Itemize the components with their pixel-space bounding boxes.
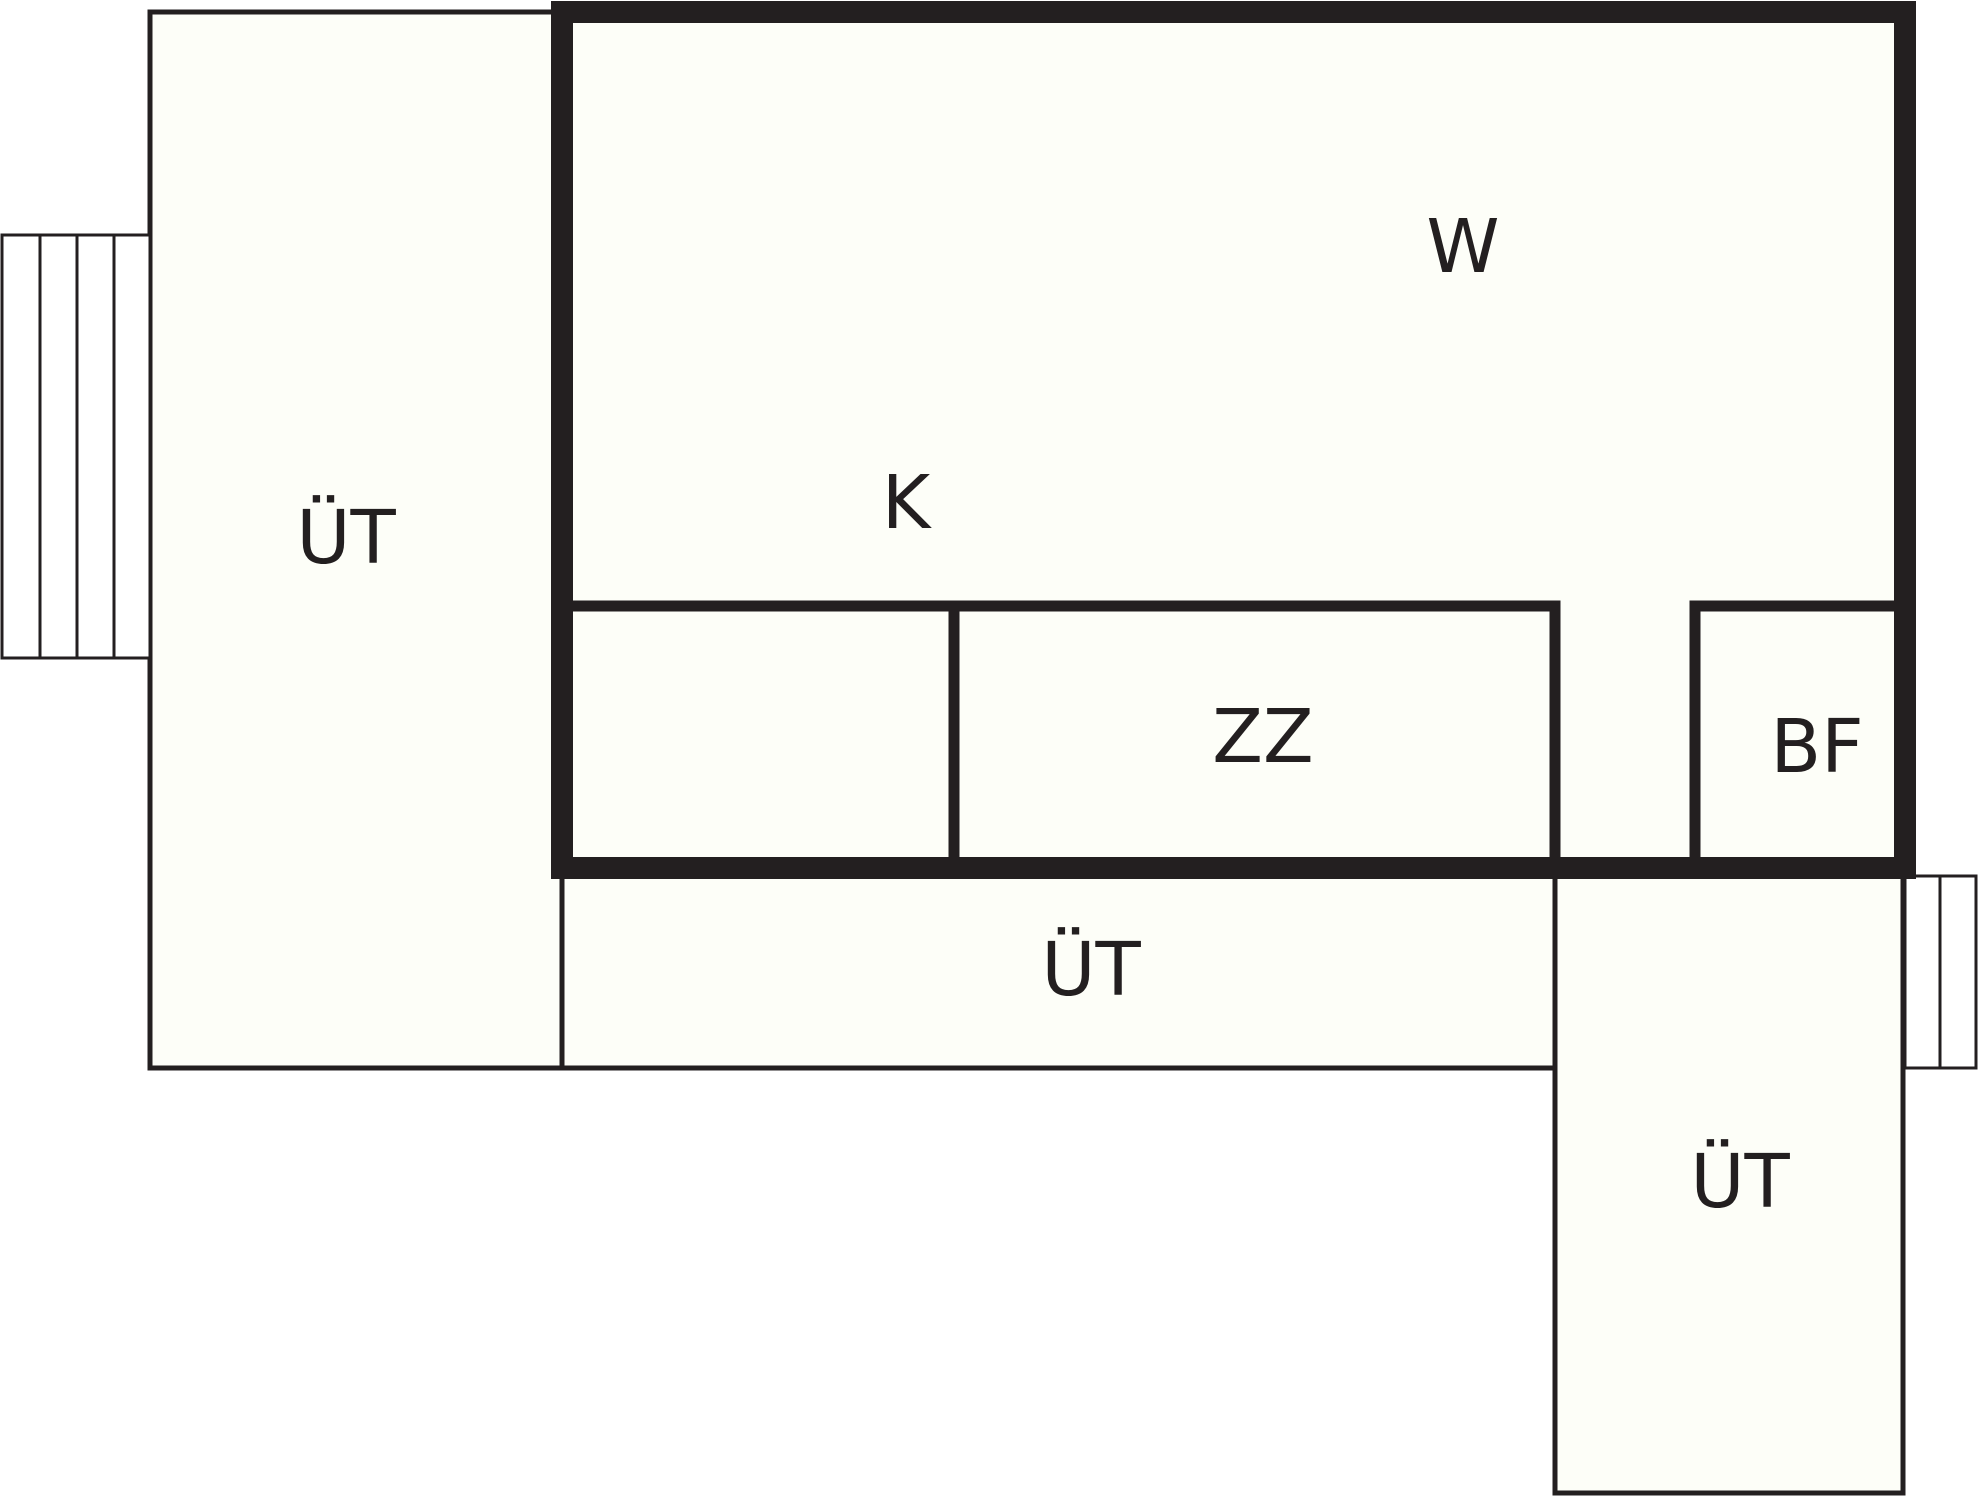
terrace-left (147, 9, 565, 1071)
interior-walls (556, 600, 1901, 868)
label-bedroom: ZZ (1212, 694, 1313, 780)
terrace-bottom (559, 865, 1558, 1071)
stairs-right (1903, 874, 1978, 1070)
label-ut-bottom: ÜT (1041, 926, 1141, 1013)
label-ut-right: ÜT (1690, 1138, 1790, 1225)
label-bathroom: BF (1770, 704, 1863, 790)
label-living: W (1426, 204, 1499, 290)
stairs-left (0, 233, 152, 660)
label-ut-left: ÜT (296, 494, 396, 581)
house-outline (551, 1, 1916, 879)
label-kitchen: K (882, 460, 933, 546)
